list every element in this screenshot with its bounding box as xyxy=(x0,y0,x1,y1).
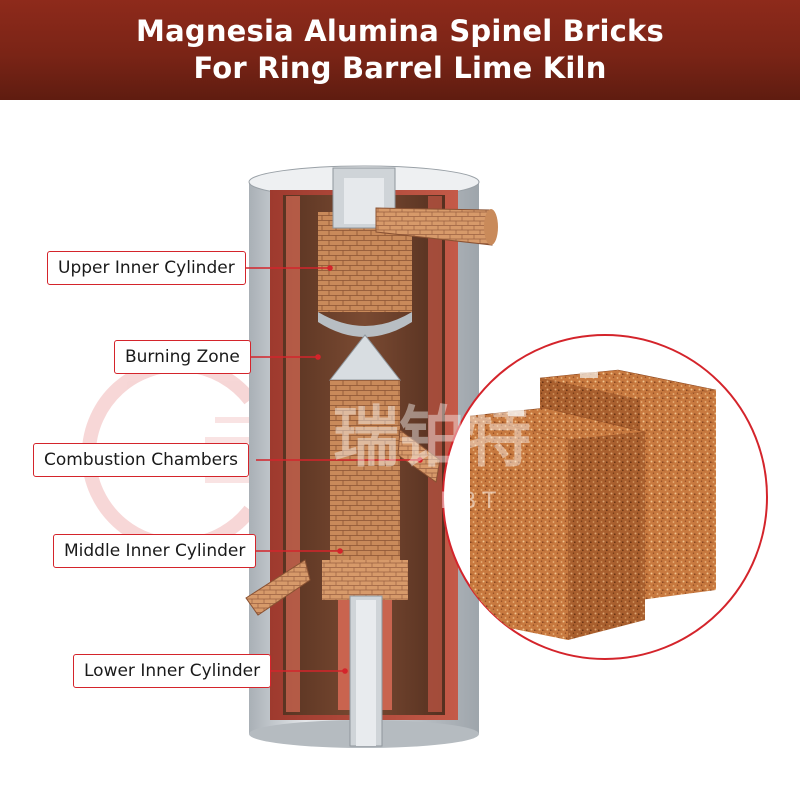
watermark-brand-text: 瑞铂特 xyxy=(333,399,531,476)
label-lower-inner-cylinder: Lower Inner Cylinder xyxy=(73,654,272,688)
watermark-brand-latin: RBT xyxy=(440,489,502,514)
leader-lines xyxy=(245,265,423,674)
upper-inner-cylinder xyxy=(318,167,498,337)
middle-inner-cylinder xyxy=(245,334,441,616)
spinel-bricks-image xyxy=(469,369,717,640)
title-banner: Magnesia Alumina Spinel Bricks For Ring … xyxy=(0,0,800,100)
label-combustion-chambers: Combustion Chambers xyxy=(33,443,249,477)
label-upper-inner-cylinder: Upper Inner Cylinder xyxy=(47,251,246,285)
lower-inner-cylinder xyxy=(338,595,392,747)
zoom-detail-circle xyxy=(442,334,768,660)
page-title-line-2: For Ring Barrel Lime Kiln xyxy=(193,51,607,85)
page-title-line-1: Magnesia Alumina Spinel Bricks xyxy=(136,14,664,48)
label-middle-inner-cylinder: Middle Inner Cylinder xyxy=(53,534,257,568)
label-burning-zone: Burning Zone xyxy=(114,340,251,374)
